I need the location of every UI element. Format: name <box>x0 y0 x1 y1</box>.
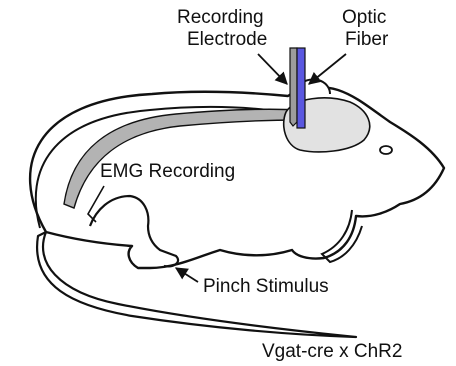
label-recording: Recording <box>177 7 264 28</box>
fiber-arrow <box>309 54 346 84</box>
label-optic: Optic <box>342 7 386 28</box>
label-genotype: Vgat-cre x ChR2 <box>262 341 402 362</box>
electrode-arrow <box>258 54 287 84</box>
label-pinch-stimulus: Pinch Stimulus <box>203 276 329 297</box>
optic-fiber <box>297 48 305 128</box>
recording-electrode <box>290 48 297 126</box>
pinch-arrow <box>176 268 198 282</box>
label-emg-recording: EMG Recording <box>100 161 235 182</box>
label-electrode: Electrode <box>187 29 267 50</box>
label-fiber: Fiber <box>345 29 389 50</box>
eye <box>380 146 392 154</box>
